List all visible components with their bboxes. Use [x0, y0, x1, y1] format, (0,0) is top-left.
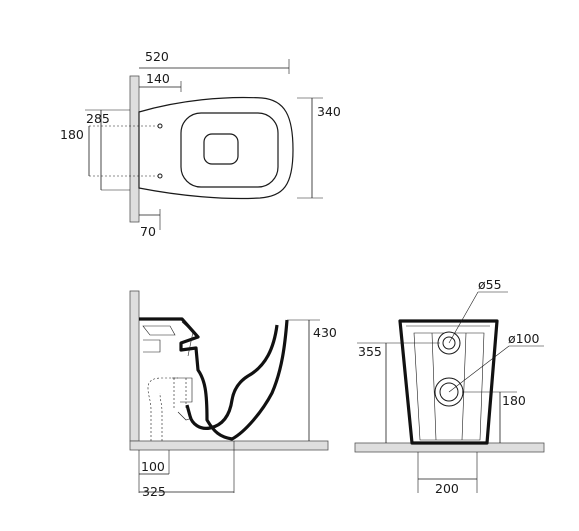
dimension-depth-from-wall: 285: [86, 111, 110, 126]
front-view-body-outline: [398, 319, 499, 445]
top-view-wall: [129, 75, 140, 223]
dimension-fixing-distance: 140: [146, 71, 170, 86]
front-view: ø55 ø100 355 180 200: [354, 277, 545, 496]
side-view-drain-pipe: [147, 377, 178, 441]
dimension-height: 430: [313, 325, 337, 340]
dimension-wall-offset: 70: [140, 224, 156, 239]
dimension-inlet-height: 355: [358, 344, 382, 359]
top-view-fixing-hole-upper: [157, 123, 163, 129]
dimension-outlet-height: 180: [502, 393, 526, 408]
dimension-outlet-diameter: ø100: [508, 331, 540, 346]
top-view-fixing-hole-lower: [157, 173, 163, 179]
dimension-fixing-spacing: 180: [60, 127, 84, 142]
dimension-outlet-width: 200: [435, 481, 459, 496]
top-view: 520 140 285 180 340 70: [60, 49, 341, 239]
dimension-width: 340: [317, 104, 341, 119]
dimension-drain-from-wall: 100: [141, 459, 165, 474]
side-view-wall: [129, 290, 140, 442]
side-view-floor: [129, 440, 329, 451]
dimension-total-length: 520: [145, 49, 169, 64]
top-view-bowl-opening: [203, 133, 239, 165]
side-view: 430 100 325: [129, 290, 337, 499]
dimension-outlet-from-wall: 325: [142, 484, 166, 499]
side-view-bowl-outline: [139, 317, 289, 441]
side-view-bowl-inner: [185, 324, 279, 430]
dimension-inlet-diameter: ø55: [478, 277, 502, 292]
